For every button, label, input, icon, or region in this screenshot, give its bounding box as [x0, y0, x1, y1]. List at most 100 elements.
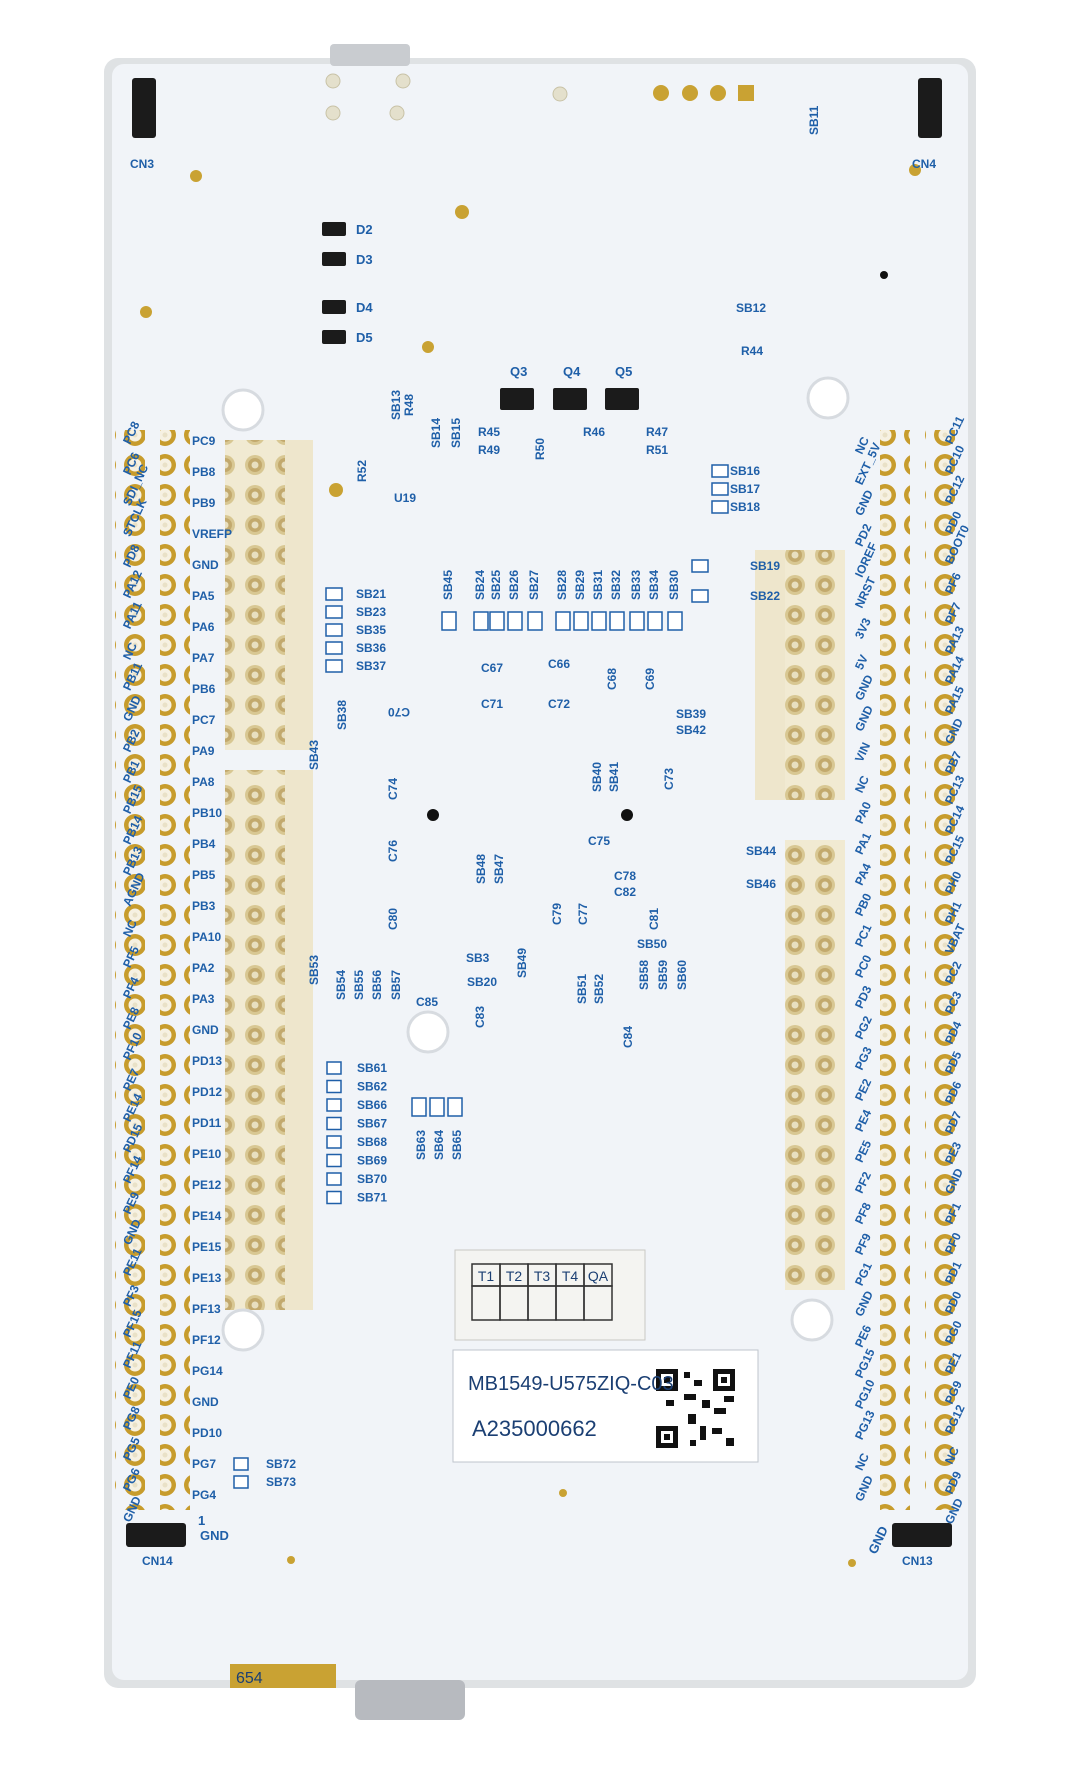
solder-bridge-pad	[691, 589, 709, 603]
solder-bridge-label: SB52	[592, 974, 606, 1004]
solder-bridge-label: SB72	[266, 1457, 296, 1471]
solder-bridge-label: SB47	[492, 854, 506, 884]
solder-bridge-pad	[325, 641, 343, 655]
solder-bridge-label: SB53	[307, 955, 321, 985]
capacitor-label: C74	[386, 778, 400, 800]
test-point	[395, 73, 411, 89]
pin-label: VREFP	[192, 527, 232, 541]
pin-label: PA8	[192, 775, 215, 789]
capacitor-label: C72	[548, 697, 570, 711]
mounting-hole	[221, 1308, 265, 1352]
solder-bridge-label: SB20	[467, 975, 497, 989]
solder-bridge-label: SB23	[356, 605, 386, 619]
solder-bridge-pad	[326, 1172, 342, 1186]
pin-label: PA5	[192, 589, 215, 603]
solder-bridge-label: SB16	[730, 464, 760, 478]
cn3-jumper	[132, 78, 156, 138]
corner-number-sticker	[230, 1664, 336, 1688]
diode-label: D5	[356, 330, 373, 345]
solder-bridge-label: SB29	[573, 570, 587, 600]
pin-label: PB9	[192, 496, 216, 510]
solder-bridge-pad	[609, 611, 625, 631]
pin-label: GND	[192, 1023, 219, 1037]
solder-bridge-label: SB62	[357, 1080, 387, 1094]
capacitor-label: C66	[548, 657, 570, 671]
pin-label: GND	[192, 1395, 219, 1409]
solder-bridge-label: SB33	[629, 570, 643, 600]
cn3-label: CN3	[130, 157, 154, 171]
gnd-left-label: GND	[200, 1528, 229, 1543]
solder-bridge-pad	[711, 482, 729, 496]
test-point	[389, 105, 405, 121]
solder-bridge-label: SB41	[607, 762, 621, 792]
capacitor-label: C67	[481, 661, 503, 675]
capacitor-label: C71	[481, 697, 503, 711]
qc-header: T3	[534, 1268, 551, 1284]
corner-number: 654	[236, 1670, 263, 1687]
cn4-label: CN4	[912, 157, 936, 171]
solder-bridge-pad	[326, 1098, 342, 1112]
pin-label: PG4	[192, 1488, 216, 1502]
capacitor-label: C73	[662, 768, 676, 790]
qc-header: QA	[588, 1268, 609, 1284]
qc-header: T1	[478, 1268, 495, 1284]
pin-label: PC9	[192, 434, 216, 448]
solder-bridge-label: SB67	[357, 1117, 387, 1131]
pin-label: PD10	[192, 1426, 222, 1440]
solder-bridge-label: SB45	[441, 570, 455, 600]
pin-label: PB4	[192, 837, 216, 851]
left-outer-pad-column-a	[115, 430, 145, 1510]
solder-bridge-pad	[691, 559, 709, 573]
solder-bridge-label: SB27	[527, 570, 541, 600]
pin-label: 5V	[852, 653, 871, 672]
product-label-line1: MB1549-U575ZIQ-C03	[468, 1373, 674, 1395]
capacitor-label: C83	[473, 1006, 487, 1028]
left-header-upper-pins	[225, 440, 285, 750]
solder-bridge-label: SB19	[750, 559, 780, 573]
pin-label: PB10	[192, 806, 222, 820]
pin-label: PA2	[192, 961, 215, 975]
left-outer-pad-column-b	[160, 430, 190, 1510]
solder-bridge-label: SB18	[730, 500, 760, 514]
solder-bridge-pad	[429, 1097, 445, 1117]
pin-label: NC	[942, 1444, 962, 1466]
solder-bridge-pad	[411, 1097, 427, 1117]
solder-bridge-label: SB54	[334, 970, 348, 1000]
resistor-label: R49	[478, 443, 500, 457]
pin-label: PG14	[192, 1364, 223, 1378]
solder-bridge-pad	[325, 605, 343, 619]
pin-label: PE14	[192, 1209, 222, 1223]
mounting-hole	[806, 376, 850, 420]
test-point	[325, 105, 341, 121]
resistor-label: R50	[533, 438, 547, 460]
solder-bridge-label: SB70	[357, 1172, 387, 1186]
solder-bridge-label: SB63	[414, 1130, 428, 1160]
test-point	[325, 73, 341, 89]
pin-label: PA3	[192, 992, 215, 1006]
qc-cell	[583, 1285, 613, 1321]
solder-bridge-label: SB69	[357, 1154, 387, 1168]
transistor-label: Q5	[615, 364, 632, 379]
solder-bridge-label: SB40	[590, 762, 604, 792]
solder-bridge-label: SB35	[356, 623, 386, 637]
solder-bridge-label: SB26	[507, 570, 521, 600]
solder-bridge-pad	[326, 1079, 342, 1094]
pin-label: PC7	[192, 713, 216, 727]
solder-bridge-pad	[647, 611, 663, 631]
board-surface	[112, 64, 968, 1680]
solder-bridge-label: SB57	[389, 970, 403, 1000]
solder-bridge-label: SB39	[676, 707, 706, 721]
qc-header: T2	[506, 1268, 523, 1284]
pin-label: PA10	[192, 930, 221, 944]
pin-label: PF13	[192, 1302, 221, 1316]
one-left-label: 1	[198, 1513, 205, 1528]
resistor-label: R52	[355, 460, 369, 482]
capacitor-label: C77	[576, 903, 590, 925]
capacitor-label: C69	[643, 668, 657, 690]
solder-bridge-label: SB44	[746, 844, 776, 858]
sb15-label: SB15	[449, 418, 463, 448]
solder-bridge-label: SB66	[357, 1098, 387, 1112]
solder-bridge-label: SB28	[555, 570, 569, 600]
